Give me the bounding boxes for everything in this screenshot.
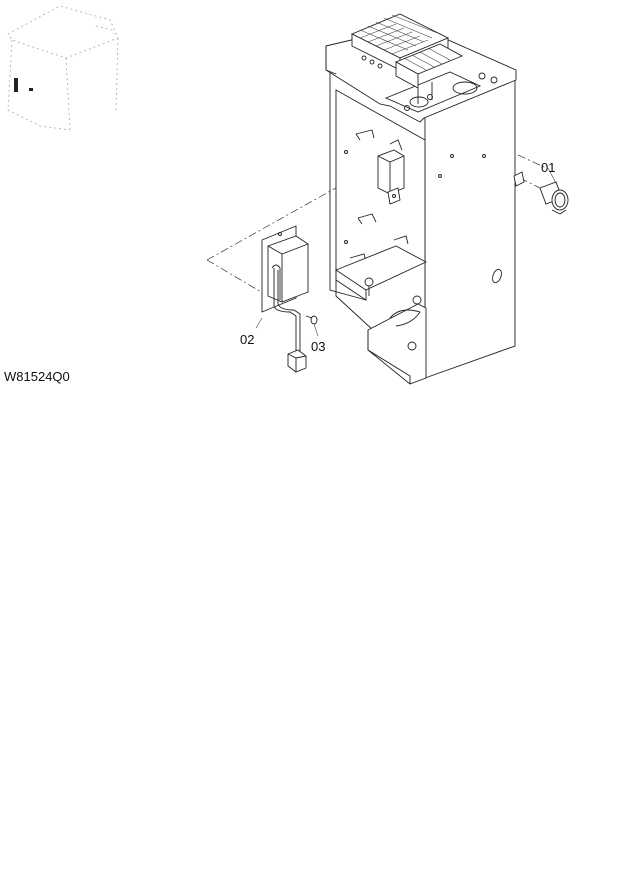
inner-relay [377, 139, 405, 205]
relay-block [350, 13, 464, 104]
cab-marker-icon [14, 78, 18, 92]
electrical-panel-frame [325, 13, 525, 385]
drawing-id: W81524Q0 [4, 369, 70, 384]
callout-03: 03 [311, 339, 326, 354]
part-01-socket [539, 167, 569, 215]
part-02-box-unit [255, 225, 309, 373]
cab-thumbnail [7, 5, 119, 131]
callout-02: 02 [240, 332, 255, 347]
callout-01: 01 [541, 160, 556, 175]
part-03-bolt [305, 315, 319, 337]
